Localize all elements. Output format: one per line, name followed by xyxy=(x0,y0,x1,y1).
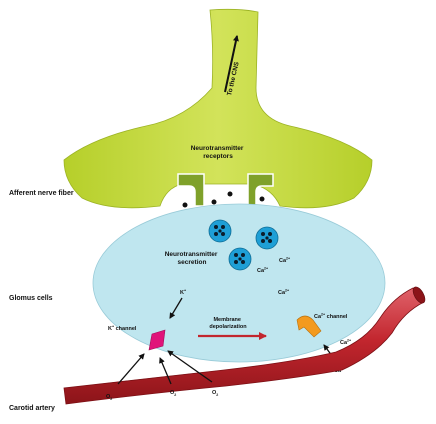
o2-label-right: O2 xyxy=(212,390,218,397)
vesicle-1 xyxy=(208,219,232,243)
glomus-cells-label: Glomus cells xyxy=(9,295,53,302)
ca-ion-inside-3: Ca2+ xyxy=(278,289,289,297)
k-channel xyxy=(148,329,166,351)
o2-label-middle: O2 xyxy=(170,390,176,397)
k-efflux-arrow xyxy=(169,297,183,319)
to-cns-arrow xyxy=(224,35,239,93)
o2-arrow-right xyxy=(167,350,213,383)
vesicle-2 xyxy=(255,226,279,250)
o2-arrow-middle xyxy=(159,357,172,385)
k-channel-label: K+ channel xyxy=(108,325,137,333)
o2-arrow-left xyxy=(117,353,145,385)
nt-receptors-label: Neurotransmitter receptors xyxy=(191,145,246,160)
ca-ion-inside-2: Ca2+ xyxy=(257,267,268,275)
ca-ion-outside-1: Ca2+ xyxy=(340,339,351,347)
glomus-cell xyxy=(92,203,386,363)
o2-label-left: O2 xyxy=(106,394,112,401)
receptor-left xyxy=(177,173,205,207)
ca-channel xyxy=(296,315,322,338)
afferent-nerve-label: Afferent nerve fiber xyxy=(9,190,74,197)
artery-lumen xyxy=(412,286,426,304)
ca-channel-label: Ca2+ channel xyxy=(314,313,348,321)
ca-ion-inside-1: Ca2+ xyxy=(279,257,290,265)
membrane-depolarization-label: Membrane depolarization xyxy=(209,317,247,330)
receptor-right xyxy=(247,173,274,207)
carotid-artery-label: Carotid artery xyxy=(9,405,55,412)
nt-secretion-label: Neurotransmitter secretion xyxy=(165,251,220,266)
k-ion-label: K+ xyxy=(180,289,186,297)
afferent-nerve-terminal xyxy=(63,8,373,209)
vesicle-3 xyxy=(228,247,252,271)
